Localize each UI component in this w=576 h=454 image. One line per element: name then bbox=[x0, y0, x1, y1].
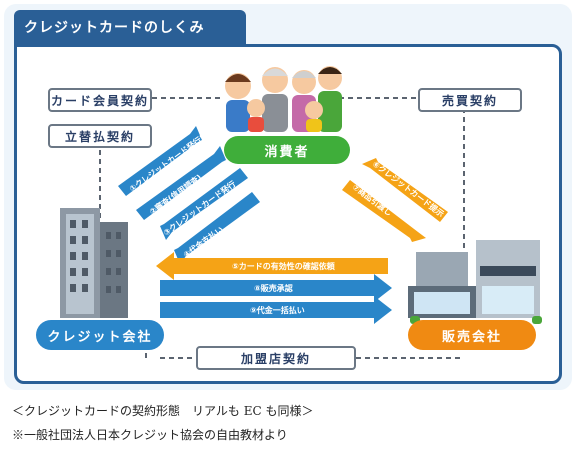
store-buildings bbox=[408, 240, 542, 324]
arrow-f4 bbox=[174, 192, 260, 264]
arrow-f2 bbox=[136, 146, 226, 220]
caption-line-1: ＜クレジットカードの契約形態 リアルも EC も同様＞ bbox=[12, 404, 314, 418]
arrow-f6 bbox=[362, 158, 448, 222]
party-consumer: 消費者 bbox=[224, 136, 350, 164]
arrows-horizontal bbox=[156, 252, 392, 324]
party-credit-company: クレジット会社 bbox=[36, 320, 164, 350]
flow-label-f8: ⑧販売承認 bbox=[254, 283, 293, 293]
arrows-consumer-store bbox=[342, 158, 448, 242]
party-store: 販売会社 bbox=[408, 320, 536, 350]
contract-merchant: 加盟店契約 bbox=[196, 346, 356, 370]
title-tab bbox=[14, 10, 246, 44]
arrow-f1 bbox=[118, 126, 202, 196]
flow-label-f5: ⑤カードの有効性の確認依頼 bbox=[232, 261, 336, 271]
arrow-f5 bbox=[156, 252, 388, 280]
caption-line-2: ※一般社団法人日本クレジット協会の自由教材より bbox=[12, 428, 288, 442]
arrow-f7 bbox=[342, 180, 426, 242]
arrow-f8 bbox=[160, 274, 392, 302]
consumer-family-illustration bbox=[225, 66, 342, 132]
arrow-f9 bbox=[160, 296, 392, 324]
diagram-title: クレジットカードのしくみ bbox=[24, 20, 205, 36]
contract-sales: 売買契約 bbox=[418, 88, 522, 112]
contract-advance-payment: 立替払契約 bbox=[48, 124, 152, 148]
arrows-consumer-credit bbox=[118, 126, 260, 264]
contract-card-member: カード会員契約 bbox=[48, 88, 152, 112]
flow-label-f9: ⑨代金一括払い bbox=[250, 305, 305, 315]
arrow-f3 bbox=[160, 168, 248, 240]
credit-company-building bbox=[60, 208, 128, 318]
